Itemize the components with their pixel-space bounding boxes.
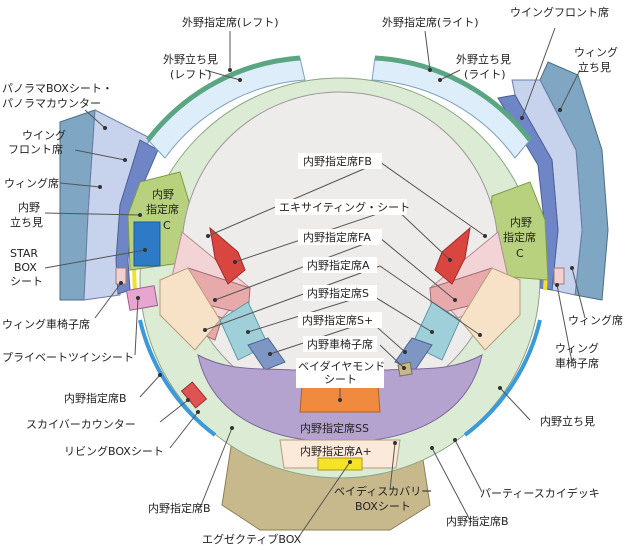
label-outfield-left: 外野指定席(レフト) [182, 15, 279, 29]
left-blue-edge [138, 319, 217, 437]
label-wing-seat-left: ウィング席 [4, 176, 59, 190]
center-label-bgs [275, 153, 407, 388]
label-standing-left-1: 外野立ち見 [163, 52, 218, 66]
leader-dots [98, 68, 574, 464]
label-bay-discovery-2: BOXシート [355, 500, 411, 513]
wheel-right-box[interactable] [553, 267, 565, 285]
label-naiya-b-bottom-left: 内野指定席B [148, 501, 211, 515]
label-naiya-c-right-1: 内野 [510, 215, 532, 229]
outfield-left-standing-line [146, 55, 301, 142]
label-fa: 内野指定席FA [303, 230, 371, 244]
label-star-3: シート [10, 275, 43, 288]
a-plus-yellow-box[interactable] [317, 457, 363, 471]
label-party-sky-deck: パーティースカイデッキ [480, 486, 600, 500]
label-wing-front-left-1: ウイング [22, 128, 66, 142]
label-star-2: BOX [14, 261, 37, 274]
right-blue-edge [463, 319, 542, 437]
label-naiya-a: 内野指定席A [307, 258, 370, 272]
label-wing-standing-2: 立ち見 [578, 60, 611, 74]
outfield-right-standing-line [374, 55, 532, 142]
label-wing-front-left-2: フロント席 [8, 142, 63, 156]
label-naiya-c-left-1: 内野 [152, 187, 174, 201]
label-wing-front-top: ウイングフロント席 [510, 5, 609, 19]
label-s-plus: 内野指定席S+ [302, 313, 373, 327]
label-naiya-c-right-3: C [516, 247, 524, 260]
label-naiya-c-right-2: 指定席 [503, 230, 536, 244]
label-naiya-c-left-3: C [163, 219, 171, 232]
s-plus-right[interactable] [394, 337, 433, 371]
label-standing-right-2: (ライト) [464, 68, 506, 81]
label-baydiamond-1: ベイダイヤモンド [298, 359, 385, 373]
star-box-seat[interactable] [133, 221, 161, 267]
label-inner-standing-2: 立ち見 [10, 215, 43, 229]
label-a-plus: 内野指定席A+ [300, 444, 372, 458]
label-naiya-b-bottom-right: 内野指定席B [446, 514, 509, 528]
label-inner-standing-1: 内野 [18, 200, 40, 214]
label-baydiamond-2: シート [324, 373, 357, 386]
exciting-left[interactable] [209, 226, 246, 285]
label-wing-standing-1: ウィング [574, 45, 618, 59]
label-outfield-right: 外野指定席(ライト) [382, 15, 479, 29]
label-panorama-1: パノラマBOXシート・ [2, 82, 113, 95]
label-naiya-s: 内野指定席S [307, 286, 369, 300]
exciting-right[interactable] [434, 226, 471, 285]
label-fb: 内野指定席FB [303, 154, 372, 168]
label-naiya-c-left-2: 指定席 [146, 202, 179, 216]
a-plus-seats[interactable] [279, 439, 401, 469]
private-twin-box[interactable] [125, 285, 159, 311]
label-bay-discovery-1: ベイディスカバリー [334, 484, 432, 498]
label-wheel-center: 内野車椅子席 [307, 337, 373, 351]
label-naiya-b-left: 内野指定席B [64, 391, 127, 405]
label-panorama-2: パノラマカウンター [2, 97, 101, 110]
label-star-1: STAR [10, 247, 38, 260]
label-living-box: リビングBOXシート [64, 444, 164, 458]
label-exciting: エキサイティング・シート [279, 200, 410, 214]
label-private-twin: プライベートツインシート [2, 351, 134, 364]
label-executive-box: エグゼクティブBOX [202, 532, 302, 546]
label-skybar: スカイバーカウンター [26, 418, 136, 431]
label-ss: 内野指定席SS [300, 421, 369, 435]
label-wing-seat-right: ウィング席 [568, 313, 623, 327]
left-wing-stands [59, 109, 159, 301]
naiya-a-right[interactable] [459, 267, 521, 351]
label-wheel-right-1: ウィング [555, 341, 599, 355]
label-wheel-left: ウィング車椅子席 [2, 317, 90, 331]
label-wheel-right-2: 車椅子席 [555, 356, 599, 370]
s-plus-left[interactable] [247, 337, 286, 371]
label-standing-right-1: 外野立ち見 [456, 52, 511, 66]
label-inner-standing-right: 内野立ち見 [540, 414, 595, 428]
label-standing-left-2: (レフト) [170, 68, 212, 81]
